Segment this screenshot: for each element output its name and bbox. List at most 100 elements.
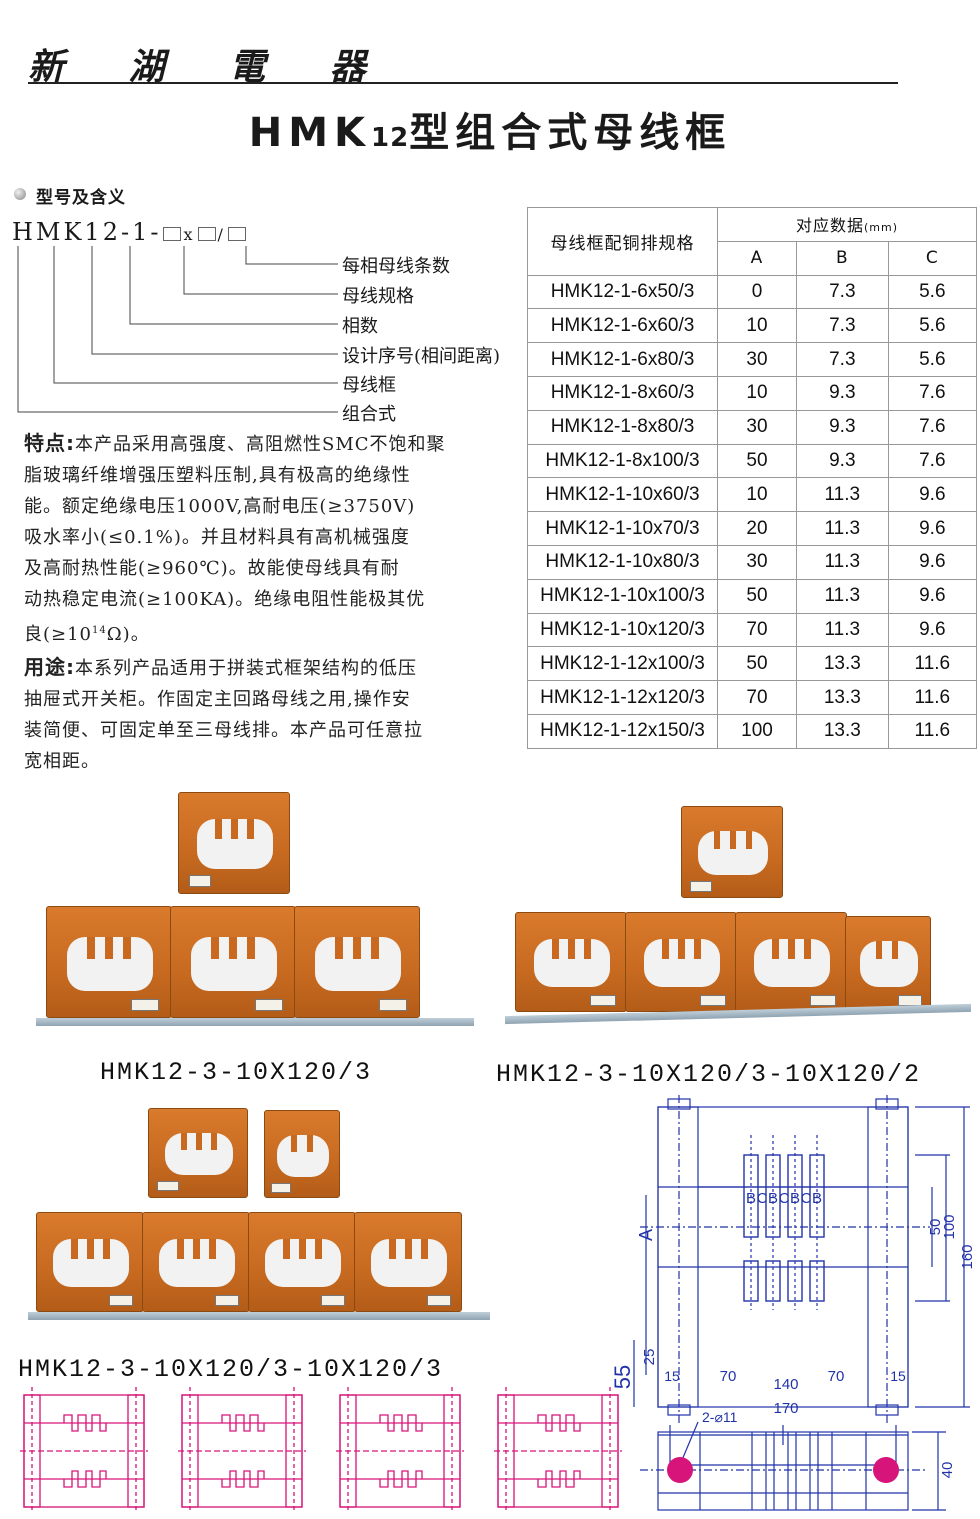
placeholder-box <box>227 226 246 241</box>
features-line: 动热稳定电流(≥100KA)。绝缘电阻性能极其优 <box>24 589 426 610</box>
schematic-row <box>20 1387 622 1513</box>
dim-label-b: B <box>790 1190 800 1207</box>
cell-a: 70 <box>717 680 797 715</box>
dim-label-c: C <box>757 1190 768 1207</box>
mounting-rail <box>28 1312 490 1320</box>
mounting-hole-right <box>873 1457 899 1483</box>
usage-line: 抽屉式开关柜。作固定主回路母线之用,操作安 <box>24 689 411 710</box>
cell-b: 13.3 <box>795 680 889 715</box>
legend-item: 相数 <box>342 316 378 337</box>
legend-item: 组合式 <box>342 404 396 425</box>
model-code: HMK12-1-x/ <box>12 218 248 246</box>
legend-item: 母线规格 <box>342 286 414 307</box>
dim-170: 170 <box>773 1400 798 1417</box>
cell-spec: HMK12-1-12x150/3 <box>527 713 718 749</box>
col-header-c: C <box>887 240 978 276</box>
col-header-b: B <box>795 240 889 276</box>
cell-a: 10 <box>717 308 797 344</box>
brand-name: 新 湖 電 器 <box>28 46 392 88</box>
dim-160: 160 <box>959 1244 976 1269</box>
cell-b: 7.3 <box>795 342 889 377</box>
dim-40: 40 <box>939 1462 956 1479</box>
placeholder-box <box>197 226 216 241</box>
photo-caption-1: HMK12-3-10X120/3 <box>100 1058 373 1087</box>
cell-spec: HMK12-1-12x120/3 <box>527 680 718 715</box>
busbar-frame-block <box>354 1212 462 1312</box>
cell-c: 9.6 <box>887 511 978 546</box>
usage-line: 宽相距。 <box>24 751 100 772</box>
page-title: HMK12型组合式母线框 <box>0 100 980 158</box>
model-code-slash: / <box>217 225 226 244</box>
hole-label: 2-⌀11 <box>702 1409 738 1425</box>
cell-b: 9.3 <box>795 409 889 445</box>
busbar-frame-block <box>178 792 290 894</box>
cell-a: 30 <box>717 544 797 580</box>
dim-50: 50 <box>927 1219 944 1236</box>
busbar-frame-block <box>515 912 627 1012</box>
cell-b: 9.3 <box>795 443 889 479</box>
section-bullet-icon <box>14 188 26 200</box>
dim-55: 55 <box>610 1365 635 1389</box>
cell-c: 5.6 <box>887 342 978 377</box>
cell-a: 0 <box>717 274 797 310</box>
features-line: 及高耐热性能(≥960℃)。故能使母线具有耐 <box>24 558 400 579</box>
features-line: Ω)。 <box>106 624 150 645</box>
mounting-hole-left <box>667 1457 693 1483</box>
cell-c: 7.6 <box>887 443 978 479</box>
cell-a: 70 <box>717 612 797 648</box>
busbar-frame-block <box>46 906 172 1018</box>
busbar-frame-block <box>294 906 420 1018</box>
busbar-frame-block <box>845 916 931 1012</box>
product-photo-1 <box>36 790 476 1030</box>
cell-spec: HMK12-1-6x80/3 <box>527 342 718 377</box>
usage-line: 装简便、可固定单至三母线排。本产品可任意拉 <box>24 720 423 741</box>
cell-spec: HMK12-1-10x60/3 <box>527 477 718 513</box>
dim-100: 100 <box>941 1214 958 1239</box>
features-line: 能。额定绝缘电压1000V,高耐电压(≥3750V) <box>24 496 416 517</box>
placeholder-box <box>163 226 182 241</box>
cell-c: 11.6 <box>887 646 978 682</box>
group-header-text: 对应数据 <box>795 216 864 236</box>
cell-b: 7.3 <box>795 308 889 344</box>
usage-line: 本系列产品适用于拼装式框架结构的低压 <box>75 658 417 679</box>
busbar-frame-block <box>148 1108 248 1198</box>
schematic-unit <box>20 1387 148 1513</box>
side-view-drawing: 2-⌀11 40 <box>640 1409 956 1511</box>
dim-label-b: B <box>746 1190 756 1207</box>
cell-b: 13.3 <box>795 646 889 682</box>
cell-c: 5.6 <box>887 308 978 344</box>
cell-a: 20 <box>717 511 797 546</box>
features-line: 本产品采用高强度、高阻燃性SMC不饱和聚 <box>75 434 446 455</box>
cell-c: 11.6 <box>887 680 978 715</box>
cell-a: 50 <box>717 443 797 479</box>
cell-spec: HMK12-1-12x100/3 <box>527 646 718 682</box>
cell-b: 11.3 <box>795 612 889 648</box>
busbar-frame-block <box>248 1212 356 1312</box>
cell-c: 7.6 <box>887 375 978 411</box>
cell-c: 9.6 <box>887 477 978 513</box>
cell-spec: HMK12-1-6x50/3 <box>527 274 718 310</box>
legend-item: 设计序号(相间距离) <box>342 346 501 367</box>
busbar-frame-block <box>681 806 783 898</box>
cell-a: 10 <box>717 477 797 513</box>
col-header-group: 对应数据(mm) <box>717 207 977 242</box>
cell-spec: HMK12-1-8x80/3 <box>527 409 718 445</box>
cell-a: 30 <box>717 342 797 377</box>
dim-label-c: C <box>779 1190 790 1207</box>
cell-b: 7.3 <box>795 274 889 310</box>
dimension-drawing: B C B C B C B A 50 100 160 55 25 15 70 7… <box>610 1095 976 1494</box>
cell-spec: HMK12-1-6x60/3 <box>527 308 718 344</box>
cell-b: 11.3 <box>795 544 889 580</box>
legend-item: 每相母线条数 <box>342 256 450 277</box>
features-line: 吸水率小(≤0.1%)。并且材料具有高机械强度 <box>24 527 410 548</box>
model-leader-lines <box>17 246 338 413</box>
busbar-frame-block <box>264 1110 340 1198</box>
